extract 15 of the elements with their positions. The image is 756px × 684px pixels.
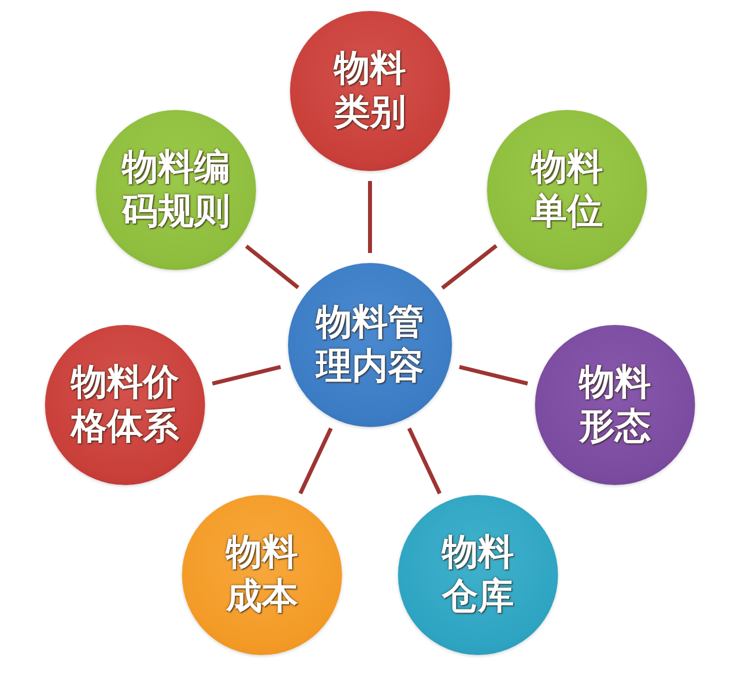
connector-line	[407, 427, 442, 494]
connector-line	[458, 364, 528, 386]
connector-line	[212, 364, 282, 386]
topic-label: 物料编码规则	[122, 146, 230, 234]
topic-label: 物料管理内容	[316, 301, 424, 389]
connector-line	[368, 181, 372, 253]
connector-line	[441, 244, 498, 290]
connector-line	[298, 427, 333, 494]
topic-label: 物料成本	[226, 531, 298, 619]
topic-label: 物料价格体系	[71, 361, 179, 449]
topic-label: 物料仓库	[442, 531, 514, 619]
topic-label: 物料类别	[334, 47, 406, 135]
topic-label: 物料单位	[531, 146, 603, 234]
connector-line	[245, 244, 300, 290]
topic-label: 物料形态	[579, 361, 651, 449]
